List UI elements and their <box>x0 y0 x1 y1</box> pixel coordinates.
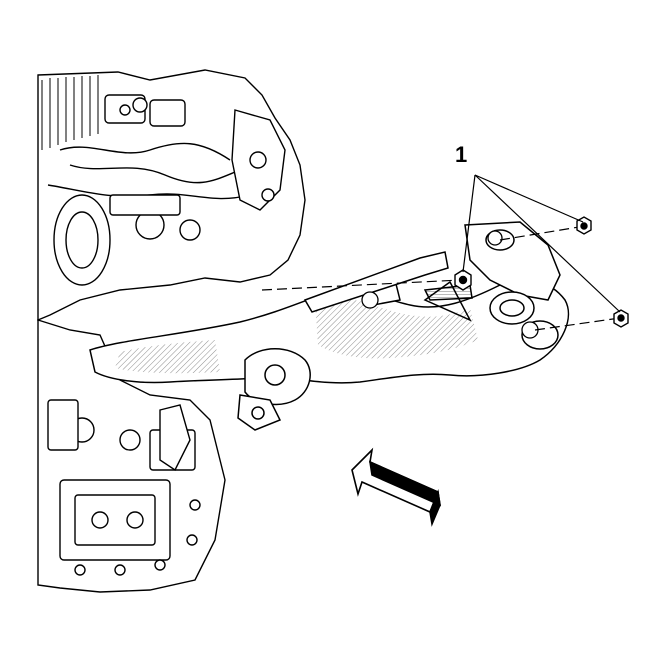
callout-number-1: 1 <box>455 142 468 167</box>
alignment-lines <box>261 225 621 331</box>
nut-icon <box>454 269 472 291</box>
nut-icon <box>576 216 592 235</box>
callout-leaders <box>462 174 621 313</box>
nut-icon <box>613 309 629 328</box>
engine-block <box>37 69 306 593</box>
nuts <box>454 216 629 328</box>
direction-arrow-icon <box>351 447 442 527</box>
studs <box>361 230 539 339</box>
